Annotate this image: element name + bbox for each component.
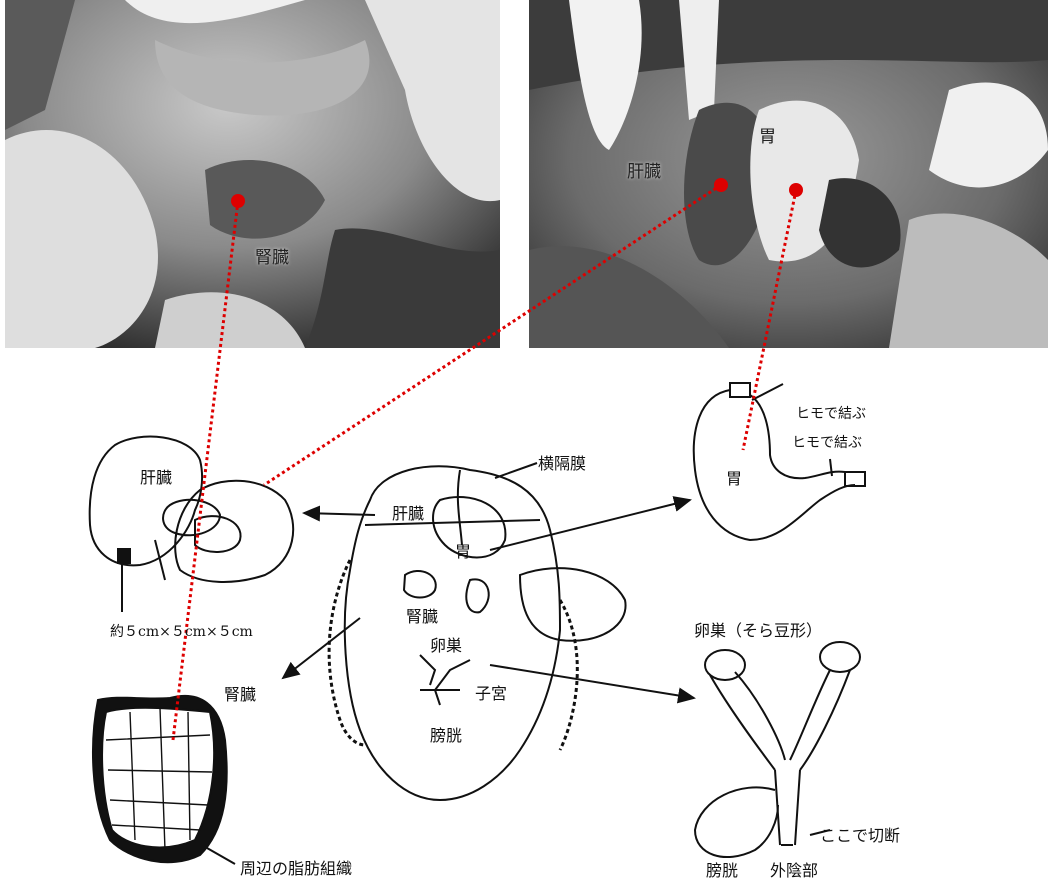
kidney-marker-dot (231, 194, 245, 208)
stomach-drawing (694, 383, 865, 540)
liver-marker-dot (714, 178, 728, 192)
body-drawing (329, 466, 625, 800)
diagram-arrows (283, 463, 694, 698)
liver-drawing (90, 437, 294, 612)
connector-dots (231, 178, 803, 208)
uterus-drawing (695, 642, 860, 857)
stomach-marker-dot (789, 183, 803, 197)
kidney-drawing (93, 696, 235, 864)
connector-lines (173, 185, 796, 740)
